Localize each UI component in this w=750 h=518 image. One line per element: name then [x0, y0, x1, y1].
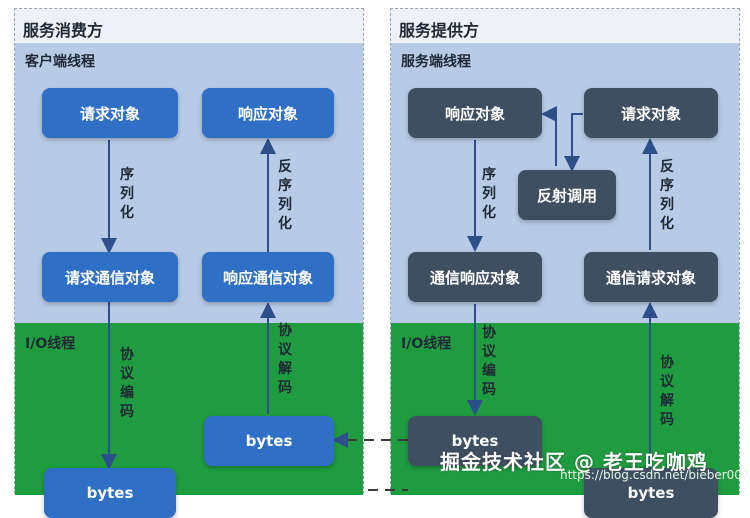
provider-comm-response-node: 通信响应对象: [408, 252, 542, 302]
consumer-io-thread-label: I/O线程: [25, 336, 76, 352]
consumer-request-comm-node: 请求通信对象: [42, 252, 178, 302]
consumer-client-thread-label: 客户端线程: [25, 54, 95, 70]
provider-bytes-node-right: bytes: [584, 468, 718, 518]
provider-decode-label: 协议解码: [660, 355, 674, 428]
consumer-bytes-node-right: bytes: [204, 416, 334, 466]
consumer-response-object-node: 响应对象: [202, 88, 334, 138]
provider-reflect-call-node: 反射调用: [518, 170, 616, 220]
consumer-response-comm-node: 响应通信对象: [202, 252, 334, 302]
watermark-url: https://blog.csdn.net/bieber007: [560, 468, 750, 482]
provider-io-thread-label: I/O线程: [401, 336, 452, 352]
consumer-request-object-node: 请求对象: [42, 88, 178, 138]
watermark-text: 掘金技术社区 @ 老王吃咖鸡: [440, 450, 708, 474]
provider-bytes-node-left: bytes: [408, 416, 542, 466]
provider-request-object-node: 请求对象: [584, 88, 718, 138]
provider-io-thread-zone: I/O线程: [391, 323, 739, 495]
provider-response-object-node: 响应对象: [408, 88, 542, 138]
consumer-bytes-node-left: bytes: [44, 468, 176, 518]
consumer-title: 服务消费方: [23, 21, 104, 40]
provider-encode-label: 协议编码: [482, 325, 496, 398]
consumer-encode-label: 协议编码: [120, 347, 134, 420]
consumer-io-thread-zone: I/O线程: [15, 323, 363, 495]
provider-serialize-label: 序列化: [482, 167, 496, 221]
provider-title: 服务提供方: [399, 21, 480, 40]
provider-server-thread-label: 服务端线程: [401, 54, 471, 70]
consumer-serialize-label: 序列化: [120, 167, 134, 221]
consumer-deserialize-label: 反序列化: [278, 159, 292, 232]
consumer-decode-label: 协议解码: [278, 323, 292, 396]
provider-comm-request-node: 通信请求对象: [584, 252, 718, 302]
provider-deserialize-label: 反序列化: [660, 159, 674, 232]
